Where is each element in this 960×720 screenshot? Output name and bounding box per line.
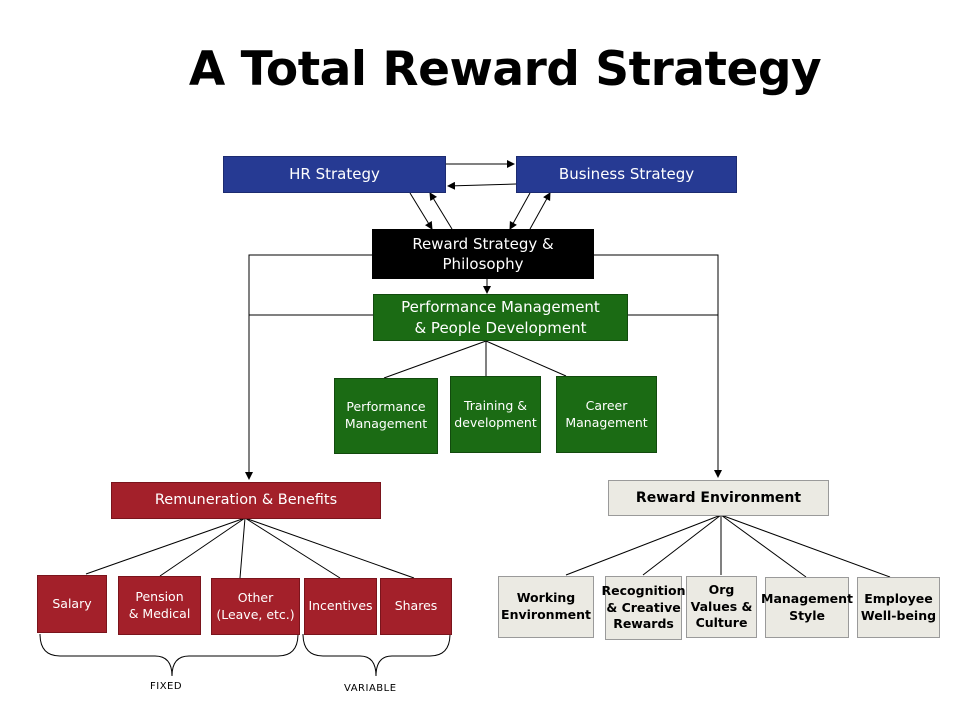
arrow-reward-to-environment (594, 254, 722, 478)
performance-item-training: Training & development (450, 376, 541, 453)
reward-environment-box: Reward Environment (608, 480, 829, 516)
arrow-business-to-hr (447, 181, 517, 190)
environment-item-working: Working Environment (498, 576, 594, 638)
environment-item-management-style: Management Style (761, 577, 853, 638)
arrow-reward-to-remuneration (245, 254, 372, 480)
performance-management-box: Performance Management & People Developm… (373, 294, 628, 341)
remuneration-benefits-box: Remuneration & Benefits (111, 482, 381, 519)
arrow-reward-to-business (529, 192, 551, 230)
remuneration-item-other: Other (Leave, etc.) (211, 578, 300, 635)
reward-strategy-box: Reward Strategy & Philosophy (372, 229, 594, 279)
fixed-brace (39, 633, 299, 677)
remuneration-item-shares: Shares (380, 578, 452, 635)
page-title: A Total Reward Strategy (188, 42, 822, 97)
environment-item-recognition: Recognition & Creative Rewards (602, 576, 686, 640)
variable-label: VARIABLE (344, 683, 397, 694)
performance-item-career: Career Management (556, 376, 657, 453)
performance-item-performance-management: Performance Management (334, 378, 438, 454)
remuneration-item-incentives: Incentives (304, 578, 377, 635)
variable-brace (302, 633, 451, 677)
hr-strategy-box: HR Strategy (223, 156, 446, 193)
arrow-business-to-reward (509, 192, 531, 230)
environment-item-org-values: Org Values & Culture (686, 576, 757, 638)
arrow-hr-to-reward (409, 192, 433, 230)
fixed-label: FIXED (150, 681, 183, 692)
business-strategy-box: Business Strategy (516, 156, 737, 193)
environment-item-wellbeing: Employee Well-being (857, 577, 940, 638)
remuneration-item-salary: Salary (37, 575, 107, 633)
arrow-reward-to-hr (429, 192, 453, 230)
remuneration-item-pension: Pension & Medical (118, 576, 201, 635)
